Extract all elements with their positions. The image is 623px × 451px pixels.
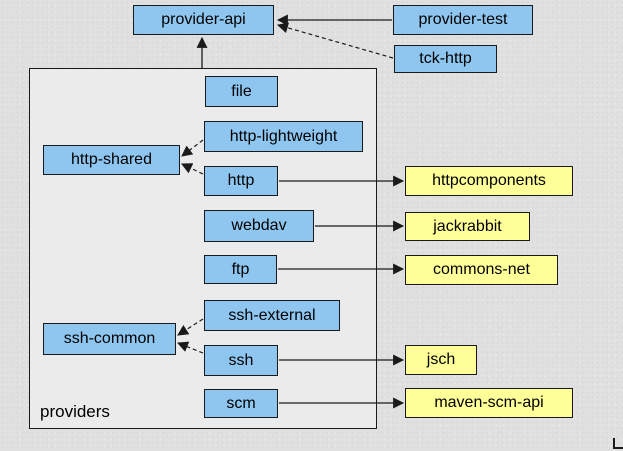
node-webdav: webdav: [204, 210, 314, 242]
node-ssh-external: ssh-external: [204, 300, 340, 331]
node-maven-scm-api: maven-scm-api: [405, 388, 573, 418]
node-provider-api: provider-api: [133, 5, 274, 35]
node-http-lightweight: http-lightweight: [204, 121, 363, 152]
cropped-box-corner: [613, 438, 623, 449]
node-provider-test: provider-test: [393, 5, 533, 35]
node-tck-http: tck-http: [394, 45, 497, 73]
edge-tck-http-to-provider-api: [276, 22, 394, 59]
node-scm: scm: [204, 389, 278, 418]
node-ssh: ssh: [204, 345, 278, 376]
node-jackrabbit: jackrabbit: [405, 212, 530, 241]
node-commons-net: commons-net: [405, 255, 558, 285]
node-httpcomponents: httpcomponents: [405, 166, 573, 196]
node-ftp: ftp: [204, 255, 277, 284]
node-jsch: jsch: [405, 345, 477, 375]
node-http: http: [204, 166, 278, 196]
node-http-shared: http-shared: [43, 145, 180, 175]
providers-group-label: providers: [40, 402, 110, 421]
node-ssh-common: ssh-common: [43, 323, 176, 355]
node-file: file: [205, 76, 278, 107]
